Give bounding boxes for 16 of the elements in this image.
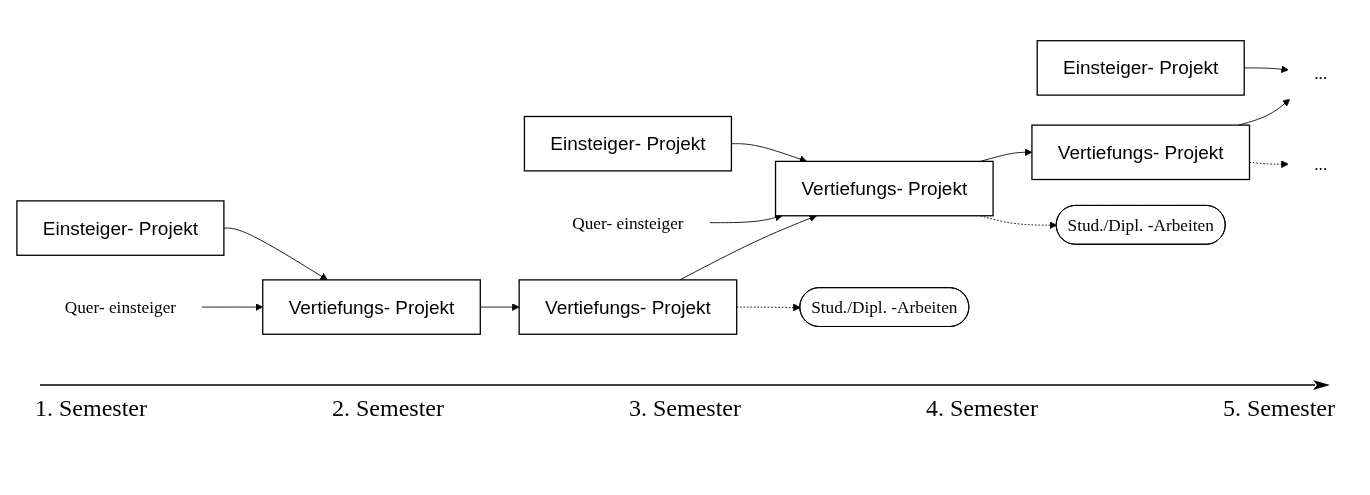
node-box: Vertiefungs- Projekt	[518, 279, 738, 335]
node-box: Einsteiger- Projekt	[16, 200, 225, 256]
semester-label: 1. Semester	[35, 395, 147, 422]
semester-label: 5. Semester	[1223, 395, 1335, 422]
node-box: Einsteiger- Projekt	[1036, 40, 1245, 96]
node-box: Einsteiger- Projekt	[523, 115, 733, 172]
semester-label: 3. Semester	[629, 395, 741, 422]
semester-label: 4. Semester	[926, 395, 1038, 422]
node-text: Quer- einsteiger	[64, 297, 177, 317]
node-text: Quer- einsteiger	[572, 213, 684, 233]
semester-label: 2. Semester	[332, 395, 444, 422]
node-box: Vertiefungs- Projekt	[262, 279, 481, 335]
node-text: ...	[1314, 63, 1328, 83]
node-box: Vertiefungs- Projekt	[774, 160, 994, 217]
node-box: Vertiefungs- Projekt	[1031, 124, 1251, 181]
node-text: ...	[1314, 154, 1328, 174]
